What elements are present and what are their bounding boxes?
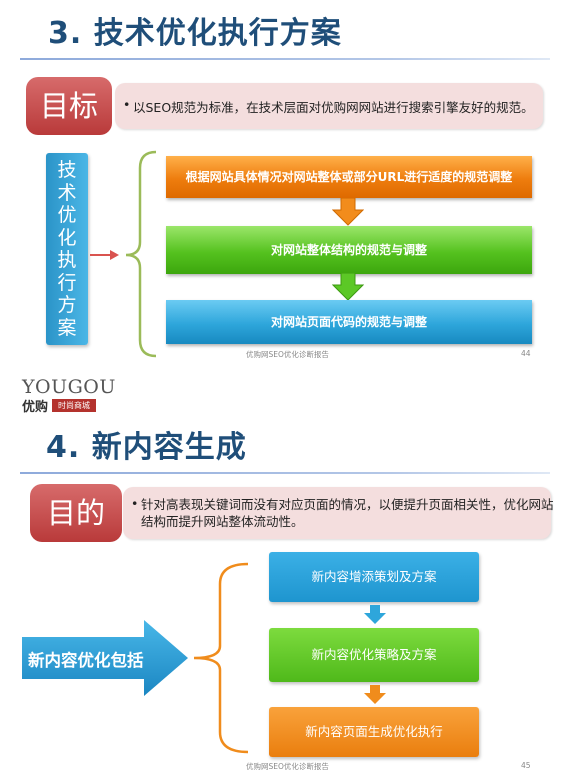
section3-divider: [20, 58, 550, 60]
section3-title: 3. 技术优化执行方案: [48, 16, 342, 51]
section4-divider: [20, 472, 550, 474]
section4-step-1: 新内容增添策划及方案: [269, 552, 479, 602]
section3-step-3: 对网站页面代码的规范与调整: [166, 300, 532, 344]
side-label-char: 术: [57, 181, 77, 204]
logo-brand: YOUGOU: [22, 376, 116, 398]
down-arrow-icon: [364, 685, 386, 704]
side-label-char: 行: [57, 271, 77, 294]
section4-arrow-label: 新内容优化包括: [28, 651, 144, 670]
section4-step-3: 新内容页面生成优化执行: [269, 707, 479, 757]
section3-step-2: 对网站整体结构的规范与调整: [166, 226, 532, 274]
side-label-char: 执: [57, 249, 77, 271]
side-label-char: 优: [57, 204, 77, 226]
section3-goal-text: 以SEO规范为标准，在技术层面对优购网网站进行搜索引擎友好的规范。: [133, 100, 534, 115]
logo-tagline: 时尚商城: [52, 399, 97, 412]
side-label-char: 方: [57, 294, 77, 316]
section3-footer: 优购网SEO优化诊断报告: [246, 350, 329, 359]
bullet-icon: •: [123, 97, 131, 112]
section4-page-number: 45: [521, 761, 531, 770]
section4-title: 4. 新内容生成: [46, 430, 247, 465]
section4-goal-line-1: 针对高表现关键词而没有对应页面的情况，以便提升页面相关性，优化网站: [141, 497, 554, 512]
side-label-char: 技: [57, 159, 77, 181]
down-arrow-icon: [332, 198, 364, 226]
section4-step-2: 新内容优化策略及方案: [269, 628, 479, 682]
section4-goal-box: • 针对高表现关键词而没有对应页面的情况，以便提升页面相关性，优化网站 结构而提…: [123, 487, 554, 539]
down-arrow-icon: [364, 605, 386, 624]
side-label-char: 案: [57, 316, 77, 339]
bracket-icon: [193, 562, 249, 754]
bullet-icon: •: [131, 496, 139, 511]
section3-goal-box: • 以SEO规范为标准，在技术层面对优购网网站进行搜索引擎友好的规范。: [115, 83, 543, 129]
down-arrow-icon: [332, 273, 364, 301]
section4-footer: 优购网SEO优化诊断报告: [246, 762, 329, 771]
section3-side-label: 技术优化执行方案: [46, 153, 88, 345]
bracket-icon: [125, 150, 157, 358]
connector-arrow-shaft: [90, 254, 114, 256]
right-arrow-icon: [22, 620, 188, 696]
section3-step-1: 根据网站具体情况对网站整体或部分URL进行适度的规范调整: [166, 156, 532, 198]
section4-goal-label: 目的: [30, 484, 122, 542]
logo-cn-name: 优购: [22, 400, 49, 415]
yougou-logo: YOUGOU 优购 时尚商城: [22, 376, 132, 415]
section3-goal-label: 目标: [26, 77, 112, 135]
section4-goal-line-2: 结构而提升网站整体流动性。: [141, 514, 304, 529]
section3-page-number: 44: [521, 349, 531, 358]
connector-arrow-icon: [110, 250, 119, 260]
side-label-char: 化: [57, 226, 77, 249]
